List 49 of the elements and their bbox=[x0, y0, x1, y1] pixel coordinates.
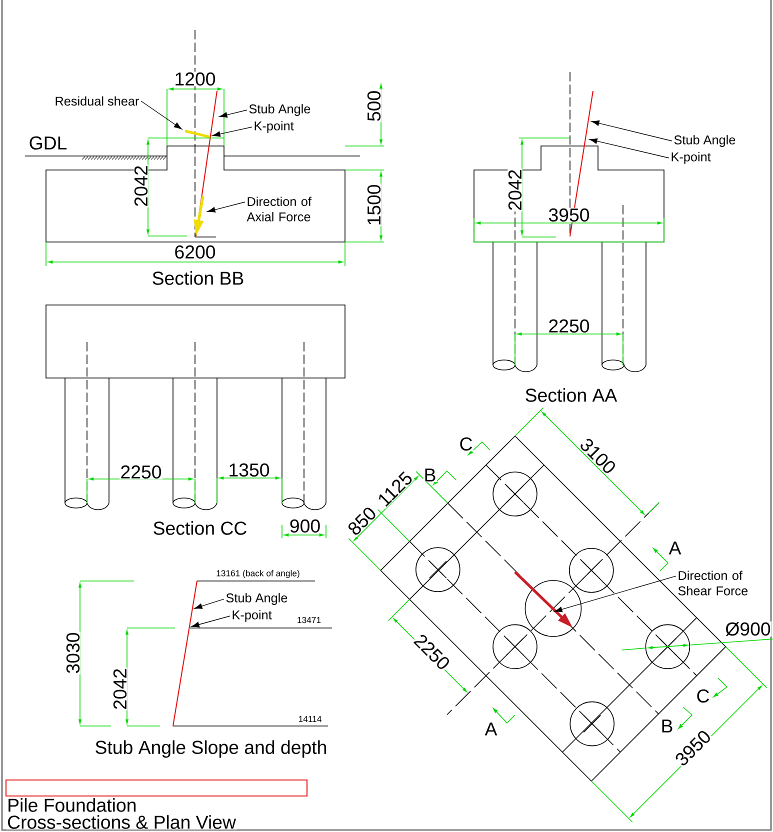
section-letter: A bbox=[484, 722, 498, 736]
section-letter: A bbox=[668, 540, 682, 556]
dimension-text: 850 bbox=[345, 504, 379, 538]
section-title: Section BB bbox=[151, 270, 245, 286]
callout-text: Direction of Axial Force bbox=[246, 196, 312, 222]
leader-line bbox=[589, 138, 670, 158]
callout-text: K-point bbox=[232, 610, 272, 622]
leader-line bbox=[207, 202, 246, 212]
leader-line bbox=[191, 616, 230, 628]
section-letter: C bbox=[696, 688, 710, 704]
dimension-text: 1350 bbox=[228, 462, 270, 478]
dimension-text: 2042 bbox=[508, 168, 522, 212]
dimension-text: 2250 bbox=[120, 464, 162, 480]
leader-line bbox=[194, 598, 224, 609]
dimension-text: 2250 bbox=[548, 318, 590, 334]
section-title: Section CC bbox=[152, 520, 248, 536]
callout-text: Stub Angle bbox=[249, 104, 310, 116]
dimension-text: 900 bbox=[288, 518, 322, 534]
drawing-title: Pile Foundation bbox=[6, 797, 138, 813]
dimension-text: 3030 bbox=[66, 632, 80, 674]
dimension-text: 2042 bbox=[134, 164, 148, 208]
level-text: 13471 bbox=[296, 616, 322, 624]
dimension-text: 1200 bbox=[174, 72, 216, 86]
dimension-text: 6200 bbox=[174, 244, 216, 260]
leader-line bbox=[554, 576, 676, 612]
callout-text: Stub Angle bbox=[226, 593, 288, 605]
leader-line bbox=[591, 120, 672, 142]
ground-level-label: GDL bbox=[28, 136, 68, 150]
section-letter: B bbox=[660, 718, 674, 734]
leader-line bbox=[219, 110, 248, 118]
section-letter: C bbox=[458, 436, 474, 452]
dimension-text: 2042 bbox=[112, 668, 128, 710]
drawing-title: Cross-sections & Plan View bbox=[6, 814, 237, 830]
callout-text: K-point bbox=[254, 121, 294, 133]
level-text: 14114 bbox=[298, 715, 322, 723]
callout-text: K-point bbox=[672, 152, 711, 164]
leader-line bbox=[140, 100, 182, 130]
dimension-text: 500 bbox=[366, 90, 382, 122]
dimension-text: Ø900 bbox=[724, 621, 772, 637]
callout-text: Residual shear bbox=[56, 96, 139, 106]
level-text: 13161 (back of angle) bbox=[215, 569, 301, 579]
dimension-text: 3950 bbox=[548, 208, 590, 222]
leader-line bbox=[212, 126, 252, 137]
callout-text: Direction of Shear Force bbox=[678, 570, 748, 596]
dimension-text: 1500 bbox=[366, 184, 382, 226]
section-title: Section AA bbox=[524, 387, 618, 403]
callout-text: Stub Angle bbox=[674, 135, 736, 147]
section-letter: B bbox=[423, 468, 437, 482]
section-title: Stub Angle Slope and depth bbox=[94, 740, 328, 758]
